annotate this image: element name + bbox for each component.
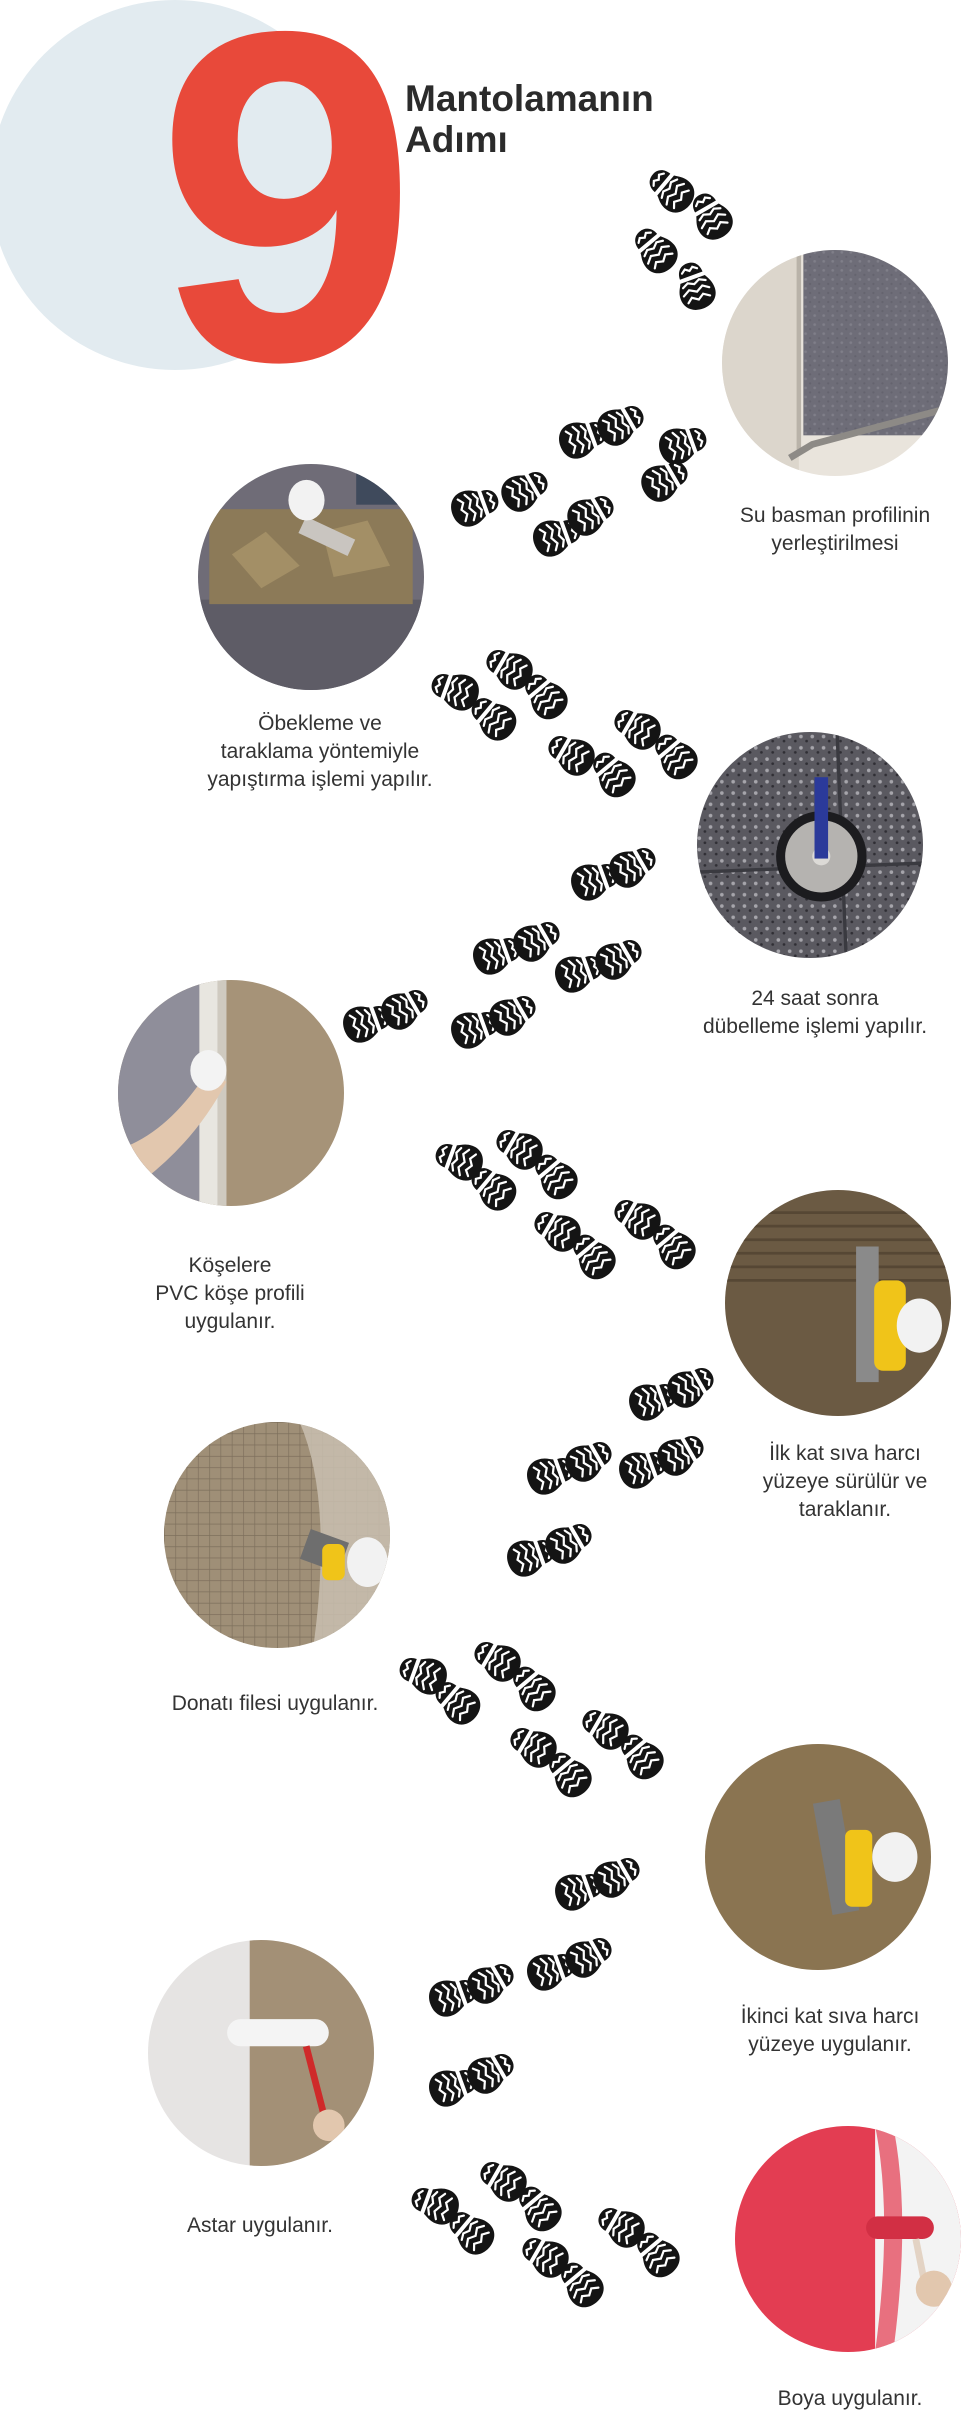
header-background-circle	[0, 0, 360, 370]
step-2-image	[198, 464, 424, 690]
step-4-caption: Köşelere PVC köşe profili uygulanır.	[155, 1254, 305, 1333]
page-title-line-1: Mantolamanın	[405, 78, 654, 119]
step-4-image	[118, 980, 344, 1206]
step-5-caption: İlk kat sıva harcı yüzeye sürülür ve tar…	[762, 1442, 928, 1521]
step-2-caption: Öbekleme ve taraklama yöntemiyle yapıştı…	[207, 712, 433, 791]
step-6-image	[164, 1422, 390, 1648]
step-7-image	[705, 1744, 931, 1970]
step-8-image	[148, 1940, 374, 2166]
step-9-caption: Boya uygulanır.	[777, 2387, 923, 2410]
step-8-caption: Astar uygulanır.	[187, 2214, 333, 2237]
step-count-number: 9	[156, 0, 417, 459]
page-title: Mantolamanın Adımı	[405, 78, 654, 161]
step-1-image	[722, 250, 948, 476]
page-title-line-2: Adımı	[405, 119, 508, 161]
step-5-image	[725, 1190, 951, 1416]
step-6-caption: Donatı filesi uygulanır.	[171, 1692, 379, 1715]
step-3-image	[697, 732, 923, 958]
step-3-caption: 24 saat sonra dübelleme işlemi yapılır.	[702, 987, 928, 1038]
step-9-image	[735, 2126, 961, 2352]
step-7-caption: İkinci kat sıva harcı yüzeye uygulanır.	[740, 2005, 920, 2056]
step-1-caption: Su basman profilinin yerleştirilmesi	[739, 504, 931, 555]
